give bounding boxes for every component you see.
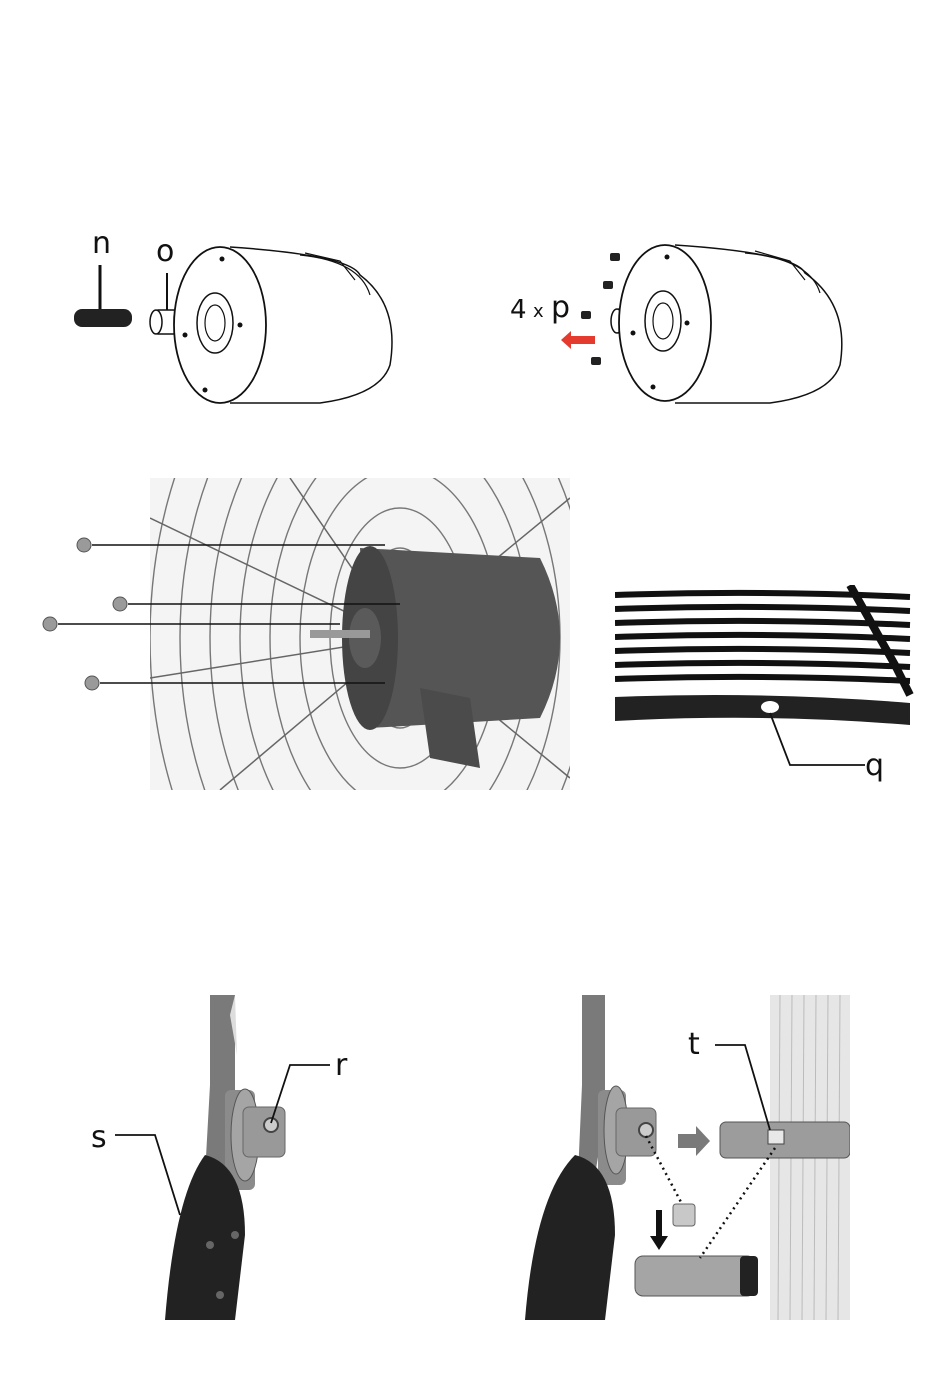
label-p: p — [551, 293, 570, 323]
label-count: 4 — [510, 297, 527, 323]
label-r: r — [335, 1051, 347, 1081]
black-arrow-icon — [650, 1210, 668, 1250]
label-t: t — [688, 1030, 700, 1060]
rim-hole — [761, 701, 779, 713]
label-o: o — [156, 237, 174, 267]
label-s: s — [91, 1123, 107, 1153]
grey-arrow-icon — [678, 1126, 710, 1156]
red-arrow-icon — [561, 331, 595, 349]
grille-illustration — [90, 478, 580, 790]
figure-motor-cap: n o — [60, 225, 420, 415]
knob-cap — [74, 309, 132, 327]
figure-bracket: s r — [85, 995, 375, 1320]
label-q: q — [865, 751, 884, 781]
label-times: x — [533, 303, 544, 321]
figure-motor-screws: 4 x p — [505, 225, 885, 415]
figure-grille-mount — [40, 478, 580, 790]
label-n: n — [92, 229, 111, 259]
bracket-photo — [165, 995, 285, 1320]
figure-pin-tube: t — [520, 990, 850, 1320]
figure-grille-rim: q — [615, 585, 915, 785]
screw-icons — [581, 253, 620, 365]
